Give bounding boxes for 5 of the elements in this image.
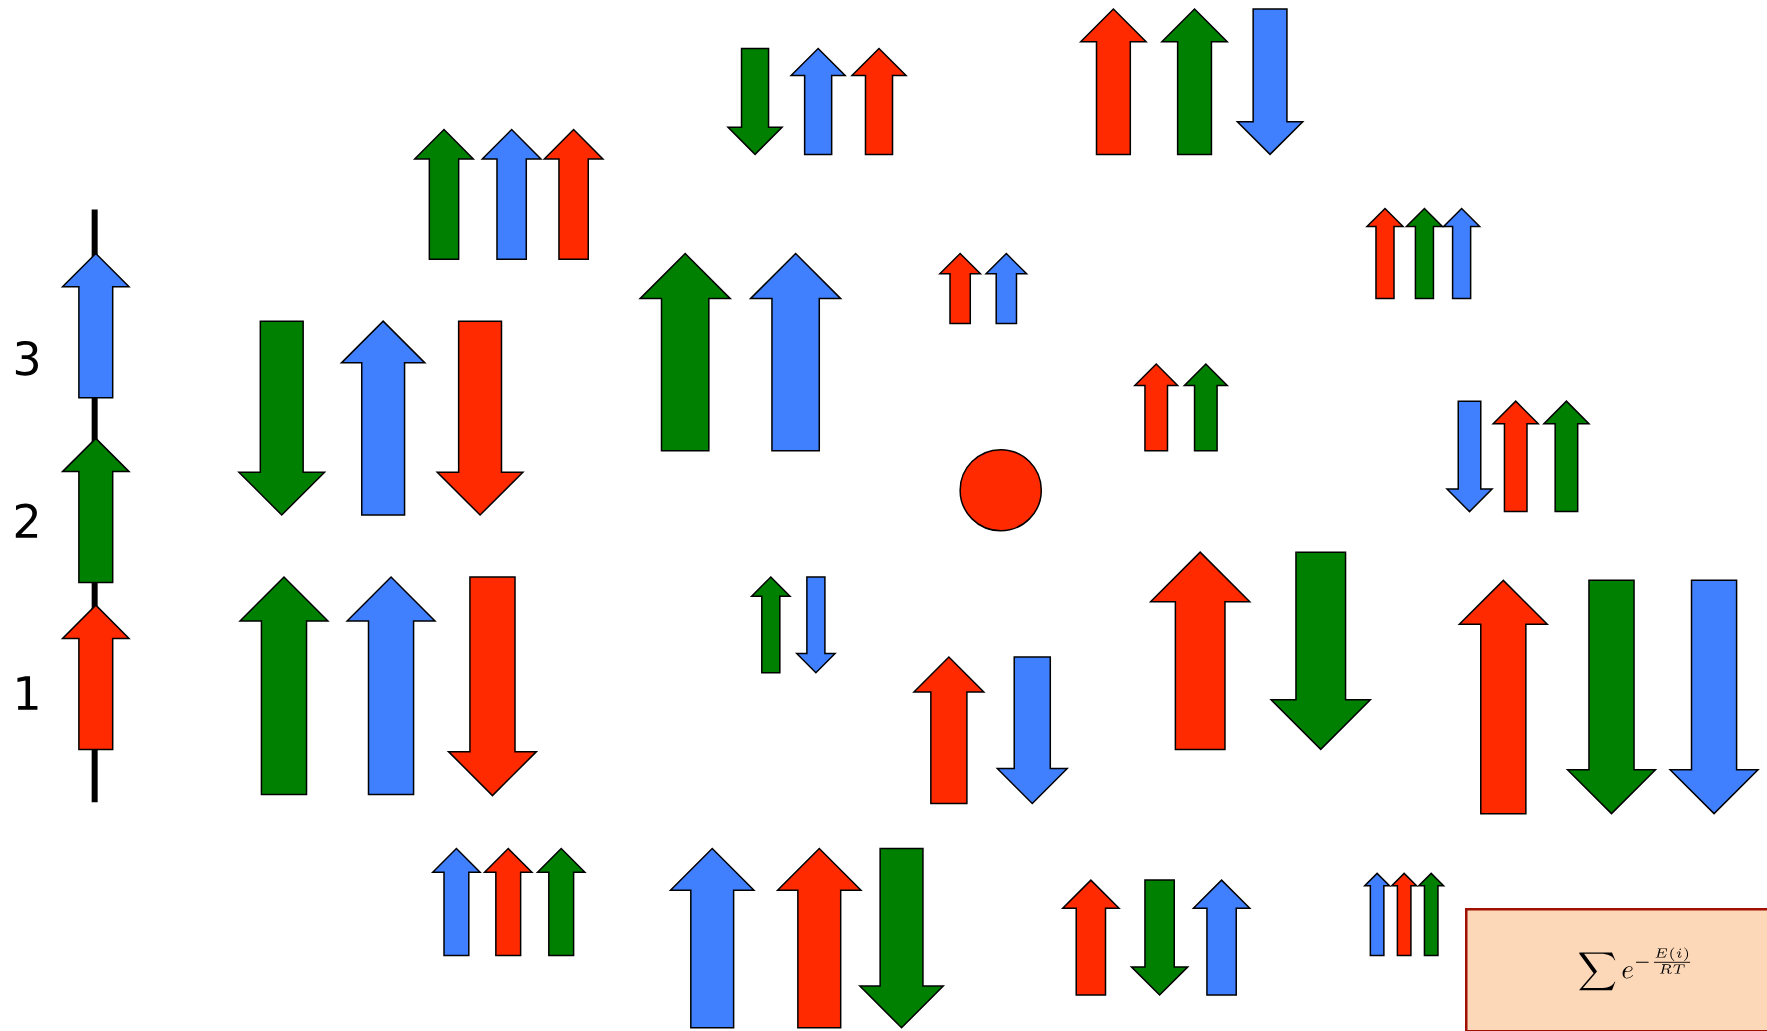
level-number: 3	[15, 340, 38, 376]
level-number: 2	[15, 503, 38, 538]
level-number: 1	[17, 676, 38, 710]
formula-box: $\sum e^{-\frac{E(i)}{RT}}$	[1465, 908, 1767, 1031]
dot	[959, 448, 1043, 532]
